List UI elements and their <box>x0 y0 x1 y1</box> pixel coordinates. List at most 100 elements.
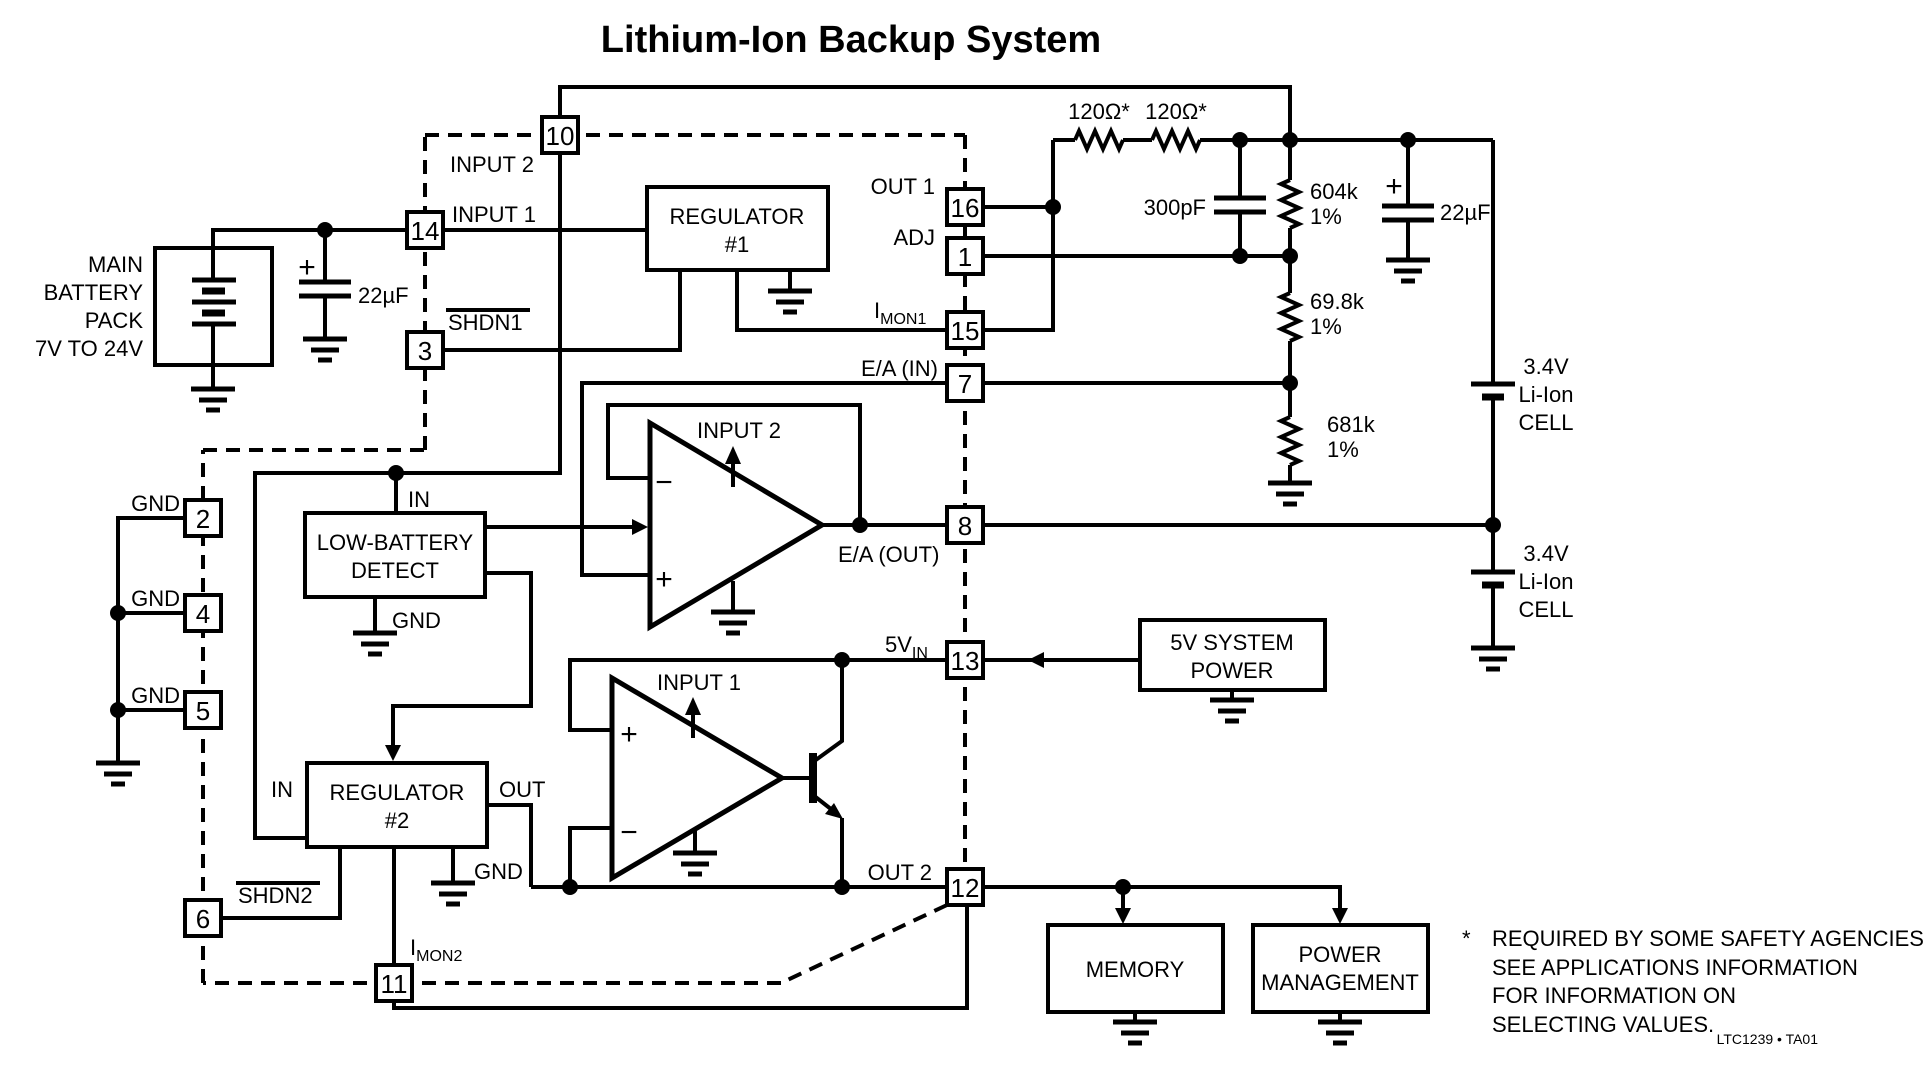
memory-label: MEMORY <box>1086 957 1185 982</box>
label-69k8: 69.8k <box>1310 289 1365 314</box>
dot-5vin <box>834 652 850 668</box>
amp1-ground <box>673 850 717 877</box>
5v-system-label-1: 5V SYSTEM <box>1170 630 1293 655</box>
label-imon2: IMON2 <box>410 935 462 965</box>
pin-box-14 <box>405 210 445 250</box>
cell-ground <box>1471 645 1515 672</box>
li-ion-cells <box>1471 381 1515 589</box>
dot-comp-top <box>1232 132 1248 148</box>
dot-out-cap <box>1400 132 1416 148</box>
label-imon1: IMON1 <box>874 298 926 328</box>
pm-label-1: POWER <box>1298 942 1381 967</box>
pass-transistor <box>809 753 843 819</box>
lbd-label-1: LOW-BATTERY <box>317 530 474 555</box>
capacitors <box>299 195 1434 299</box>
amp1-minus-icon: − <box>620 816 638 849</box>
label-adj: ADJ <box>893 225 935 250</box>
regulator1-label: REGULATOR <box>670 204 805 229</box>
wire-shdn2 <box>221 847 342 920</box>
label-120ohm-2: 120Ω* <box>1145 99 1207 124</box>
label-amp2: INPUT 2 <box>697 418 781 443</box>
pin-number-15: 15 <box>951 316 980 346</box>
label-output-cap: 22µF <box>1440 200 1491 225</box>
doc-id: LTC1239 • TA01 <box>1717 1031 1819 1047</box>
ic-boundary-diagonal <box>780 903 948 985</box>
lbd-ground <box>353 630 397 657</box>
regulator2-number: #2 <box>385 808 409 833</box>
pin-box-16 <box>945 187 985 227</box>
label-681k-tol: 1% <box>1327 437 1359 462</box>
label-cell2-chem: Li-Ion <box>1518 569 1573 594</box>
wire-battery-top <box>211 228 407 248</box>
comp-cap-plates <box>1214 195 1266 215</box>
footnote-star: * <box>1462 926 1471 951</box>
dot-lbd-in <box>388 465 404 481</box>
ic-pins: 10 14 3 2 4 5 6 11 16 1 15 7 8 13 12 <box>183 115 985 1003</box>
label-681k: 681k <box>1327 412 1376 437</box>
pin-number-5: 5 <box>196 696 210 726</box>
labels: Lithium-Ion Backup System INPUT 2 INPUT … <box>35 19 1924 1047</box>
pin-number-2: 2 <box>196 504 210 534</box>
pin-number-7: 7 <box>958 369 972 399</box>
label-reg2-gnd: GND <box>474 859 523 884</box>
dot-cell-mid <box>1485 517 1501 533</box>
5v-feed-arrow-icon <box>1028 652 1044 668</box>
label-out1: OUT 1 <box>871 174 935 199</box>
label-gnd-pin5: GND <box>131 683 180 708</box>
input-cap-ground <box>303 336 347 363</box>
output-cap-ground <box>1386 257 1430 284</box>
footnote-line2: SEE APPLICATIONS INFORMATION <box>1492 955 1858 980</box>
5v-ground <box>1210 697 1254 724</box>
label-cell2-voltage: 3.4V <box>1523 541 1569 566</box>
lbd-label-2: DETECT <box>351 558 439 583</box>
wire-out2-loads <box>983 885 1342 910</box>
junction-dots <box>110 132 1501 895</box>
dot-chain-node <box>1282 132 1298 148</box>
wire-imon1-out1-link <box>983 140 1055 332</box>
wire-imon1 <box>735 270 947 332</box>
pin-box-1 <box>945 236 985 276</box>
label-shdn1: SHDN1 <box>448 310 523 335</box>
error-amp-input2 <box>647 418 827 632</box>
wire-pin7-to-amp2-plus <box>580 381 947 577</box>
amp2-triangle <box>647 418 827 632</box>
output-cap-plus-icon: + <box>1385 170 1403 203</box>
battery-ground <box>191 386 235 413</box>
wires <box>116 85 1495 1022</box>
reg2-enable-arrow-icon <box>385 745 401 761</box>
label-604k-tol: 1% <box>1310 204 1342 229</box>
pin-number-14: 14 <box>411 216 440 246</box>
wire-emitter <box>811 793 844 887</box>
dot-ea-in <box>1282 375 1298 391</box>
arrowheads <box>385 519 1348 924</box>
wire-top-rail <box>558 85 1292 140</box>
pin-box-15 <box>945 310 985 350</box>
pin-box-11 <box>374 963 414 1003</box>
dot-emitter <box>834 879 850 895</box>
transistor-emitter-arrow-icon <box>825 803 843 819</box>
regulator1-number: #1 <box>725 232 749 257</box>
label-gnd-pin2: GND <box>131 491 180 516</box>
dot-comp-bottom <box>1232 248 1248 264</box>
footnote-line3: FOR INFORMATION ON <box>1492 983 1736 1008</box>
pin-number-16: 16 <box>951 193 980 223</box>
divider-ground <box>1268 480 1312 507</box>
input-cap-plus-icon: + <box>298 251 316 284</box>
amp1-supply-arrow-icon <box>685 697 701 715</box>
label-battery-2: BATTERY <box>44 280 144 305</box>
pin-number-10: 10 <box>546 121 575 151</box>
pm-feed-arrow-icon <box>1332 908 1348 924</box>
pin-number-4: 4 <box>196 599 210 629</box>
amp1-plus-icon: + <box>620 718 638 751</box>
label-input1: INPUT 1 <box>452 202 536 227</box>
memory-box <box>1046 923 1225 1014</box>
label-300pf: 300pF <box>1144 195 1206 220</box>
label-amp1: INPUT 1 <box>657 670 741 695</box>
pin-box-8 <box>945 505 985 545</box>
dot-gnd5 <box>110 702 126 718</box>
resistor-120ohm-1 <box>1073 126 1125 154</box>
dot-adj <box>1282 248 1298 264</box>
wire-5vin-rail <box>568 658 947 732</box>
pin-box-10 <box>540 115 580 155</box>
wire-amp1-minus-feedback <box>568 826 612 887</box>
